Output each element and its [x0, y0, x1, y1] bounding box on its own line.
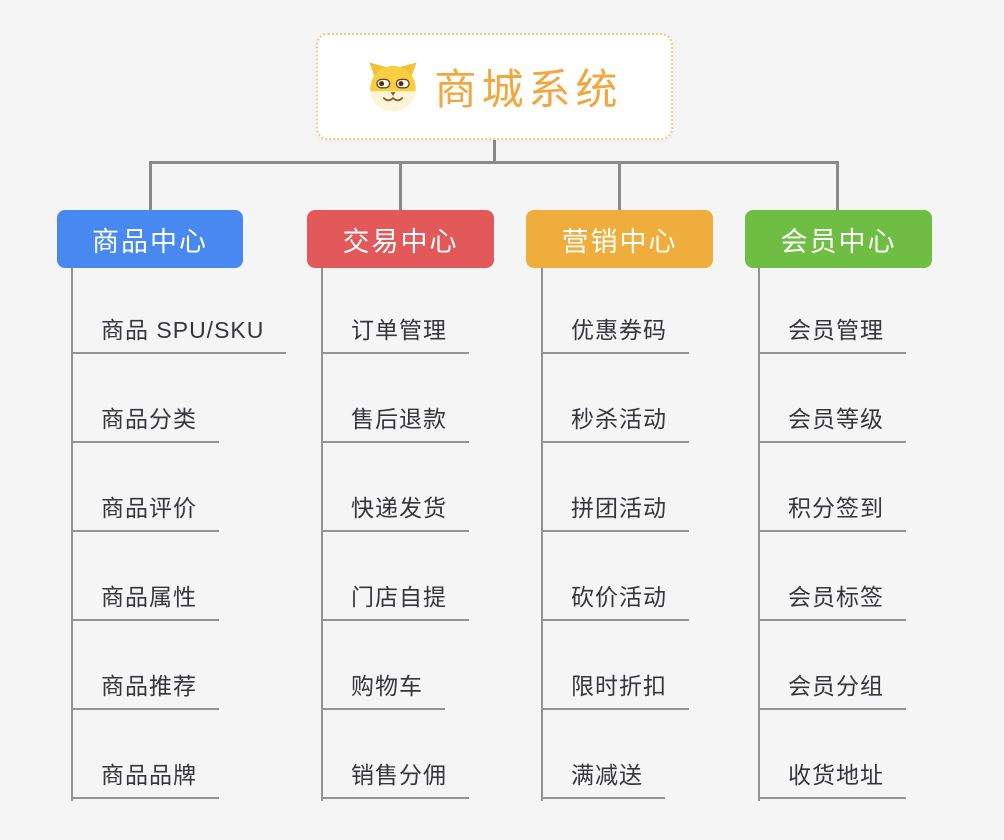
connector-spine-marketing: [541, 268, 543, 801]
leaf-node[interactable]: 商品推荐: [71, 670, 219, 710]
branch-node-marketing-center[interactable]: 营销中心: [526, 210, 713, 268]
leaf-node[interactable]: 订单管理: [321, 314, 469, 354]
leaf-node[interactable]: 会员标签: [758, 581, 906, 621]
leaf-node[interactable]: 优惠券码: [541, 314, 689, 354]
connector-drop-marketing: [618, 161, 621, 211]
leaf-node[interactable]: 会员管理: [758, 314, 906, 354]
connector-bus: [149, 161, 839, 164]
branch-node-trade-center[interactable]: 交易中心: [307, 210, 494, 268]
leaf-node[interactable]: 购物车: [321, 670, 445, 710]
leaf-node[interactable]: 商品品牌: [71, 759, 219, 799]
leaf-node[interactable]: 门店自提: [321, 581, 469, 621]
connector-root-stub: [493, 140, 496, 163]
leaf-node[interactable]: 会员等级: [758, 403, 906, 443]
leaf-node[interactable]: 商品评价: [71, 492, 219, 532]
leaf-node[interactable]: 快递发货: [321, 492, 469, 532]
root-node[interactable]: 商城系统: [316, 33, 673, 140]
leaf-node[interactable]: 满减送: [541, 759, 665, 799]
leaf-node[interactable]: 收货地址: [758, 759, 906, 799]
leaf-node[interactable]: 砍价活动: [541, 581, 689, 621]
leaf-node[interactable]: 限时折扣: [541, 670, 689, 710]
leaf-node[interactable]: 销售分佣: [321, 759, 469, 799]
leaf-node[interactable]: 会员分组: [758, 670, 906, 710]
branch-node-product-center[interactable]: 商品中心: [57, 210, 243, 268]
leaf-node[interactable]: 商品分类: [71, 403, 219, 443]
doge-icon: [369, 62, 418, 111]
leaf-node[interactable]: 商品 SPU/SKU: [71, 314, 287, 354]
root-title: 商城系统: [434, 66, 623, 113]
connector-spine-member: [758, 268, 760, 801]
branch-node-member-center[interactable]: 会员中心: [745, 210, 932, 268]
connector-drop-trade: [399, 161, 402, 211]
leaf-node[interactable]: 秒杀活动: [541, 403, 689, 443]
leaf-node[interactable]: 商品属性: [71, 581, 219, 621]
connector-drop-member: [836, 161, 839, 211]
connector-spine-trade: [321, 268, 323, 801]
leaf-node[interactable]: 积分签到: [758, 492, 906, 532]
leaf-node[interactable]: 拼团活动: [541, 492, 689, 532]
connector-drop-product: [149, 161, 152, 211]
leaf-node[interactable]: 售后退款: [321, 403, 469, 443]
connector-spine-product: [71, 268, 73, 801]
